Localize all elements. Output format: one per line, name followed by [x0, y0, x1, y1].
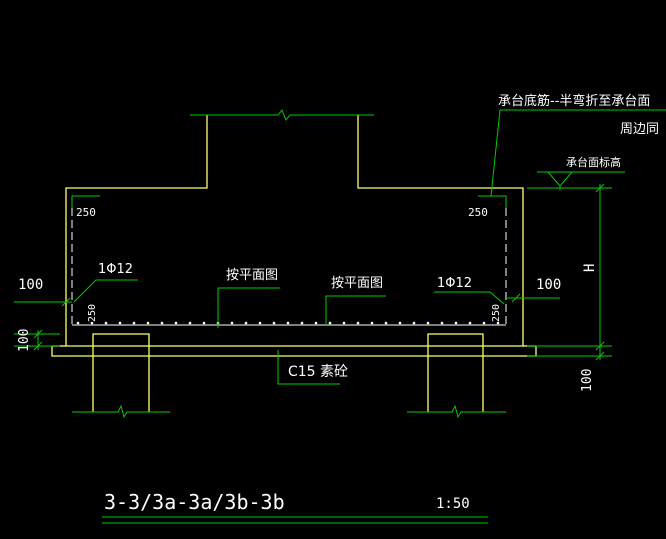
cover-ticks: [71, 195, 507, 208]
rebar-dot: [356, 321, 360, 325]
cover-left: 250: [76, 206, 96, 219]
rebar-dot: [300, 321, 304, 325]
rebar-dot: [244, 321, 248, 325]
rebar-dot: [188, 321, 192, 325]
rebar-dots: [76, 321, 500, 325]
rebar-dot: [90, 321, 94, 325]
rebar-dot: [412, 321, 416, 325]
column-stub: [65, 115, 524, 347]
rebar-dot: [440, 321, 444, 325]
column-break-line: [190, 109, 374, 121]
pile-break-lines: [72, 404, 506, 419]
per-plan-label-1: 按平面图: [226, 268, 278, 283]
elevation-label: 承台面标高: [566, 155, 621, 169]
note-line2: 周边同: [620, 122, 659, 137]
rebar-dot: [174, 321, 178, 325]
cover-right: 250: [468, 206, 488, 219]
rebar-dot: [482, 321, 486, 325]
rebar-dot: [118, 321, 122, 325]
rebar-dot: [146, 321, 150, 325]
rebar-dot: [454, 321, 458, 325]
leader-lines: [73, 109, 666, 385]
rebar-left-label: 1Φ12: [98, 262, 133, 277]
rebar-dot: [160, 321, 164, 325]
dim-100-left: 100: [18, 277, 43, 293]
dim-100-base-left: 100: [17, 329, 32, 352]
rebar-dot: [258, 321, 262, 325]
rebar-dot: [426, 321, 430, 325]
rebar-right-label: 1Φ12: [437, 276, 472, 291]
pile-left: [92, 333, 150, 412]
rebar-dot: [272, 321, 276, 325]
rebar-dot: [314, 321, 318, 325]
cover-bottom-right: 250: [491, 304, 502, 322]
rebar-dot: [398, 321, 402, 325]
rebar-cage: [71, 196, 507, 325]
rebar-dot: [202, 321, 206, 325]
rebar-dot: [328, 321, 332, 325]
rebar-dot: [104, 321, 108, 325]
rebar-dot: [496, 321, 500, 325]
dim-h: H: [582, 264, 598, 272]
rebar-dot: [342, 321, 346, 325]
pile-right: [427, 333, 484, 412]
rebar-dot: [384, 321, 388, 325]
rebar-dot: [76, 321, 80, 325]
concrete-label: C15 素砼: [288, 364, 348, 380]
rebar-dot: [286, 321, 290, 325]
dim-100-base-right: 100: [580, 369, 595, 392]
dim-100-right: 100: [536, 277, 561, 293]
note-line1: 承台底筋--半弯折至承台面: [498, 93, 650, 109]
cover-bottom-left: 250: [87, 304, 98, 322]
rebar-dot: [468, 321, 472, 325]
scale-label: 1:50: [436, 496, 470, 512]
rebar-dot: [132, 321, 136, 325]
per-plan-label-2: 按平面图: [331, 276, 383, 291]
title-underline: [102, 516, 488, 524]
rebar-dot: [230, 321, 234, 325]
section-title: 3-3/3a-3a/3b-3b: [104, 490, 285, 514]
dimension-lines: [14, 183, 612, 361]
rebar-dot: [370, 321, 374, 325]
